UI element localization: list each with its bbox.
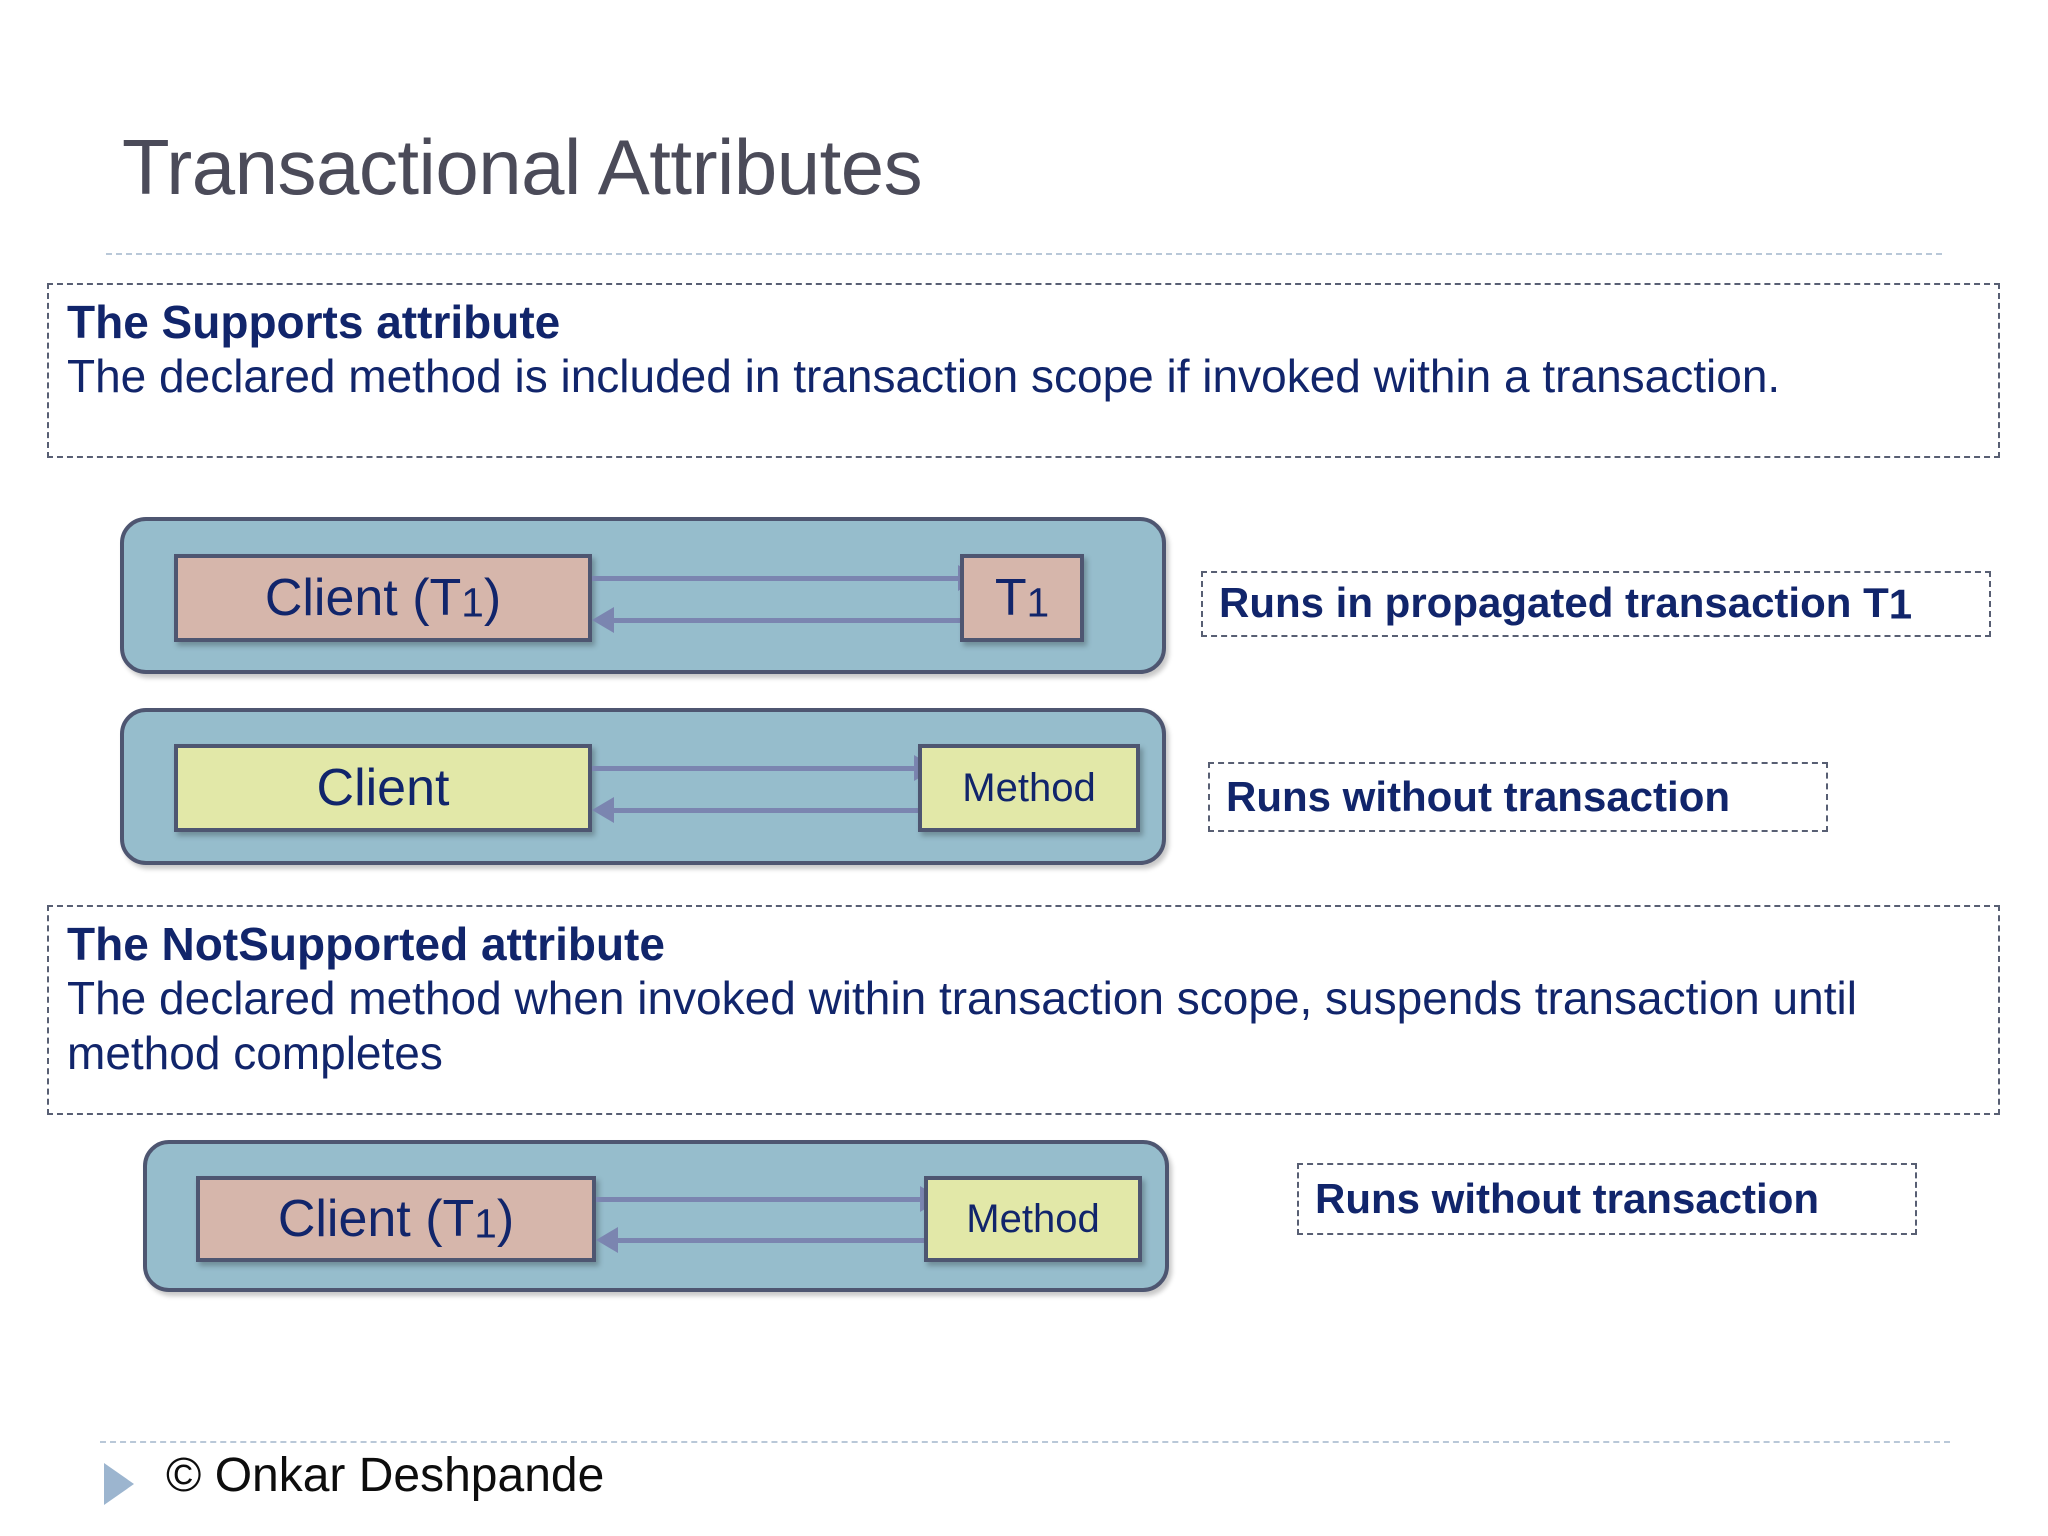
callout-2: Runs without transaction xyxy=(1208,762,1828,832)
return-arrow-line-1 xyxy=(614,618,976,623)
t1-label-1: T1 xyxy=(994,569,1050,627)
supports-attribute-block: The Supports attribute The declared meth… xyxy=(47,283,2000,458)
client-label-2: Client xyxy=(316,759,450,817)
supports-body: The declared method is included in trans… xyxy=(67,350,1781,403)
callout-3: Runs without transaction xyxy=(1297,1163,1917,1235)
method-box-3[interactable]: Method xyxy=(924,1176,1142,1262)
notsupported-body: The declared method when invoked within … xyxy=(67,972,1857,1080)
callout-3-text: Runs without transaction xyxy=(1315,1175,1819,1222)
return-arrow-line-2 xyxy=(614,808,920,813)
client-t1-box-3[interactable]: Client (T1) xyxy=(196,1176,596,1262)
notsupported-heading: The NotSupported attribute xyxy=(67,918,665,970)
method-box-2[interactable]: Method xyxy=(918,744,1140,832)
page-title: Transactional Attributes xyxy=(122,123,923,211)
client-t1-box-1[interactable]: Client (T1) xyxy=(174,554,592,642)
footer-credit: © Onkar Deshpande xyxy=(166,1449,605,1502)
notsupported-attribute-block: The NotSupported attribute The declared … xyxy=(47,905,2000,1115)
callout-1: Runs in propagated transaction T1 xyxy=(1201,571,1991,637)
call-arrow-line-1 xyxy=(592,576,960,581)
supports-heading: The Supports attribute xyxy=(67,296,561,348)
triangle-bullet-icon xyxy=(104,1463,134,1505)
return-arrow-head-2 xyxy=(592,797,614,823)
call-arrow-line-3 xyxy=(596,1197,922,1202)
client-box-2[interactable]: Client xyxy=(174,744,592,832)
callout-2-text: Runs without transaction xyxy=(1226,773,1730,820)
client-t1-label-1: Client (T1) xyxy=(264,569,502,627)
client-t1-label-3: Client (T1) xyxy=(277,1190,515,1248)
method-label-3: Method xyxy=(966,1197,1100,1241)
return-arrow-line-3 xyxy=(618,1238,926,1243)
title-divider xyxy=(106,253,1942,255)
method-label-2: Method xyxy=(962,766,1096,810)
call-arrow-line-2 xyxy=(592,766,916,771)
callout-1-text: Runs in propagated transaction T1 xyxy=(1219,579,1913,628)
return-arrow-head-3 xyxy=(596,1227,618,1253)
t1-box-1[interactable]: T1 xyxy=(960,554,1084,642)
return-arrow-head-1 xyxy=(592,607,614,633)
footer-divider xyxy=(100,1441,1950,1443)
